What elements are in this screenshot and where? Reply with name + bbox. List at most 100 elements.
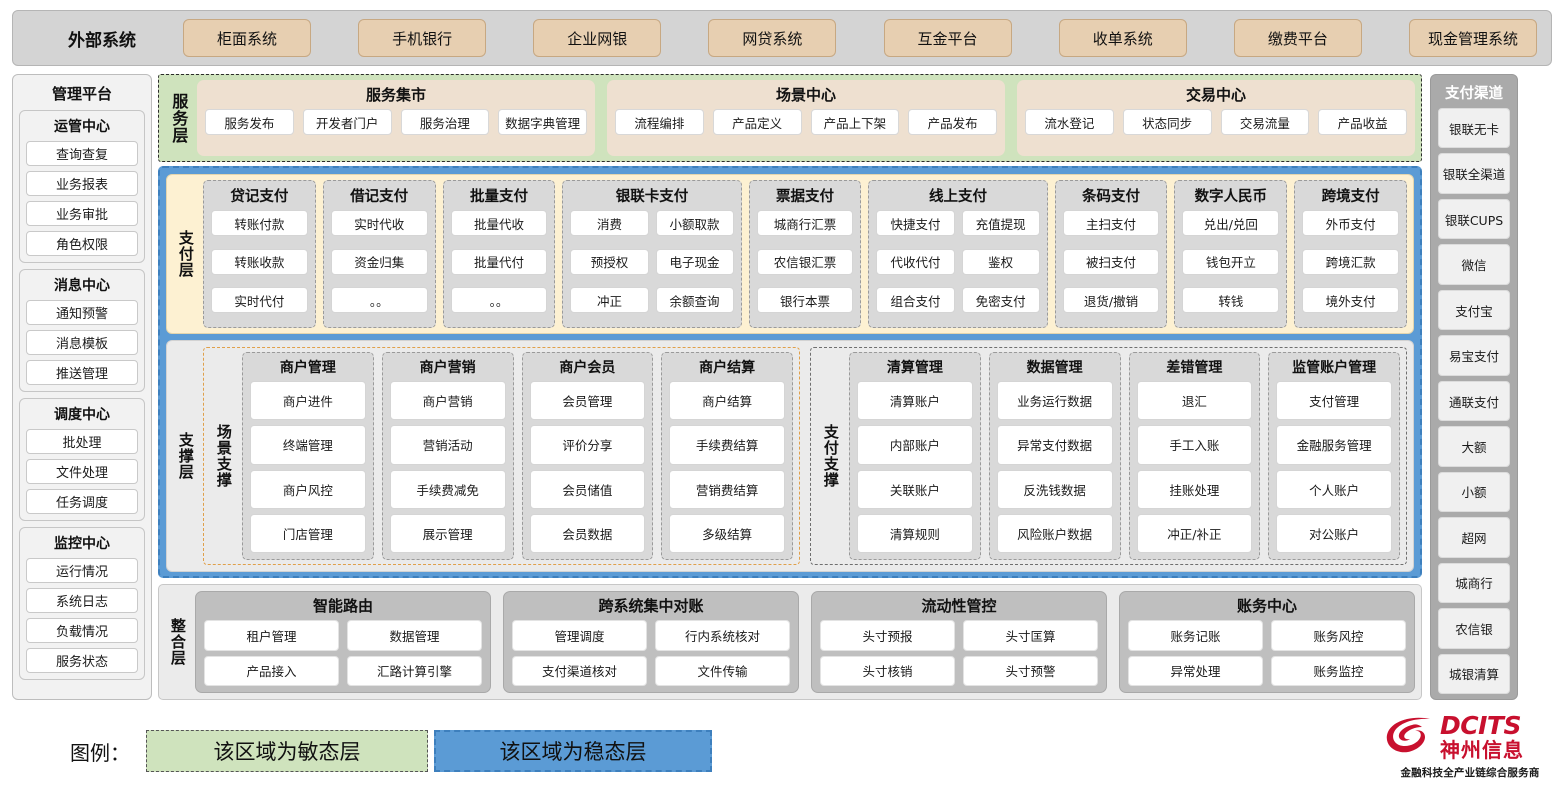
integration-item[interactable]: 产品接入 [204, 655, 339, 686]
payment-item[interactable]: 跨境汇款 [1302, 248, 1400, 275]
payment-channel-item[interactable]: 银联CUPS [1438, 198, 1510, 240]
integration-item[interactable]: 账务监控 [1271, 655, 1406, 686]
support-item[interactable]: 手工入账 [1136, 425, 1253, 465]
payment-channel-item[interactable]: 微信 [1438, 244, 1510, 285]
payment-channel-item[interactable]: 易宝支付 [1438, 335, 1510, 376]
support-item[interactable]: 清算账户 [857, 381, 973, 421]
external-system-item[interactable]: 柜面系统 [183, 19, 311, 57]
payment-channel-item[interactable]: 银联无卡 [1438, 108, 1510, 149]
integration-item[interactable]: 行内系统核对 [655, 620, 790, 651]
external-system-item[interactable]: 企业网银 [533, 19, 662, 57]
management-item[interactable]: 查询查复 [26, 141, 138, 166]
support-item[interactable]: 内部账户 [857, 425, 973, 465]
management-item[interactable]: 运行情况 [26, 558, 138, 583]
payment-item[interactable]: 兑出/兑回 [1182, 210, 1280, 236]
external-system-item[interactable]: 现金管理系统 [1408, 19, 1537, 57]
integration-item[interactable]: 头寸匡算 [963, 620, 1098, 651]
payment-item[interactable]: 。。 [450, 287, 548, 314]
payment-item[interactable]: 消费 [570, 210, 649, 236]
payment-item[interactable]: 转账付款 [211, 210, 308, 236]
payment-channel-item[interactable]: 小额 [1438, 471, 1510, 513]
payment-channel-item[interactable]: 城商行 [1438, 562, 1510, 604]
management-item[interactable]: 业务审批 [26, 201, 138, 226]
external-system-item[interactable]: 手机银行 [358, 19, 487, 57]
payment-item[interactable]: 批量代收 [450, 210, 548, 236]
integration-item[interactable]: 汇路计算引擎 [347, 655, 482, 686]
payment-channel-item[interactable]: 银联全渠道 [1438, 153, 1510, 194]
integration-item[interactable]: 账务风控 [1271, 620, 1406, 651]
external-system-item[interactable]: 收单系统 [1058, 19, 1187, 57]
management-item[interactable]: 消息模板 [26, 330, 138, 355]
payment-item[interactable]: 城商行汇票 [756, 210, 854, 236]
payment-channel-item[interactable]: 通联支付 [1438, 380, 1510, 422]
management-item[interactable]: 系统日志 [26, 588, 138, 613]
service-item[interactable]: 状态同步 [1122, 109, 1212, 135]
payment-channel-item[interactable]: 超网 [1438, 517, 1510, 558]
service-item[interactable]: 产品发布 [908, 109, 997, 135]
payment-item[interactable]: 外币支付 [1302, 210, 1400, 236]
payment-item[interactable]: 。。 [330, 287, 428, 314]
support-item[interactable]: 反洗钱数据 [996, 469, 1113, 509]
support-item[interactable]: 手续费减免 [389, 469, 506, 509]
support-item[interactable]: 挂账处理 [1136, 469, 1253, 509]
service-item[interactable]: 服务治理 [400, 109, 490, 135]
support-item[interactable]: 会员数据 [529, 513, 646, 553]
management-item[interactable]: 业务报表 [26, 171, 138, 196]
support-item[interactable]: 多级结算 [669, 513, 785, 553]
integration-item[interactable]: 租户管理 [204, 620, 339, 651]
management-item[interactable]: 负载情况 [26, 618, 138, 643]
service-item[interactable]: 产品上下架 [810, 109, 900, 135]
support-item[interactable]: 支付管理 [1276, 381, 1392, 421]
payment-item[interactable]: 农信银汇票 [756, 248, 854, 275]
payment-item[interactable]: 免密支付 [961, 287, 1040, 314]
payment-item[interactable]: 被扫支付 [1062, 248, 1160, 275]
payment-item[interactable]: 主扫支付 [1062, 210, 1160, 236]
management-item[interactable]: 角色权限 [26, 231, 138, 256]
payment-item[interactable]: 冲正 [570, 287, 649, 314]
external-system-item[interactable]: 缴费平台 [1233, 19, 1362, 57]
integration-item[interactable]: 文件传输 [655, 655, 790, 686]
support-item[interactable]: 关联账户 [857, 469, 973, 509]
external-system-item[interactable]: 网贷系统 [708, 19, 837, 57]
payment-item[interactable]: 实时代付 [211, 287, 308, 314]
management-item[interactable]: 文件处理 [26, 459, 138, 484]
support-item[interactable]: 终端管理 [250, 425, 366, 465]
service-item[interactable]: 交易流量 [1220, 109, 1310, 135]
support-item[interactable]: 商户营销 [389, 381, 506, 421]
payment-item[interactable]: 鉴权 [961, 248, 1040, 275]
payment-item[interactable]: 充值提现 [961, 210, 1040, 236]
payment-item[interactable]: 小额取款 [655, 210, 734, 236]
payment-item[interactable]: 批量代付 [450, 248, 548, 275]
payment-channel-item[interactable]: 支付宝 [1438, 289, 1510, 331]
support-item[interactable]: 营销活动 [389, 425, 506, 465]
integration-item[interactable]: 异常处理 [1128, 655, 1263, 686]
support-item[interactable]: 会员管理 [529, 381, 646, 421]
support-item[interactable]: 冲正/补正 [1136, 513, 1253, 553]
management-item[interactable]: 批处理 [26, 429, 138, 454]
payment-channel-item[interactable]: 城银清算 [1438, 653, 1510, 695]
support-item[interactable]: 业务运行数据 [996, 381, 1113, 421]
payment-item[interactable]: 实时代收 [330, 210, 428, 236]
support-item[interactable]: 商户进件 [250, 381, 366, 421]
support-item[interactable]: 会员储值 [529, 469, 646, 509]
integration-item[interactable]: 账务记账 [1128, 620, 1263, 651]
service-item[interactable]: 数据字典管理 [498, 109, 587, 135]
payment-item[interactable]: 转账收款 [211, 248, 308, 275]
support-item[interactable]: 清算规则 [857, 513, 973, 553]
payment-item[interactable]: 银行本票 [756, 287, 854, 314]
management-item[interactable]: 任务调度 [26, 489, 138, 514]
support-item[interactable]: 展示管理 [389, 513, 506, 553]
service-item[interactable]: 服务发布 [205, 109, 294, 135]
support-item[interactable]: 商户结算 [669, 381, 785, 421]
payment-item[interactable]: 电子现金 [655, 248, 734, 275]
service-item[interactable]: 流水登记 [1025, 109, 1114, 135]
payment-channel-item[interactable]: 农信银 [1438, 608, 1510, 649]
support-item[interactable]: 对公账户 [1276, 513, 1392, 553]
management-item[interactable]: 服务状态 [26, 648, 138, 673]
management-item[interactable]: 通知预警 [26, 300, 138, 325]
support-item[interactable]: 异常支付数据 [996, 425, 1113, 465]
support-item[interactable]: 门店管理 [250, 513, 366, 553]
support-item[interactable]: 手续费结算 [669, 425, 785, 465]
integration-item[interactable]: 支付渠道核对 [512, 655, 647, 686]
payment-item[interactable]: 资金归集 [330, 248, 428, 275]
